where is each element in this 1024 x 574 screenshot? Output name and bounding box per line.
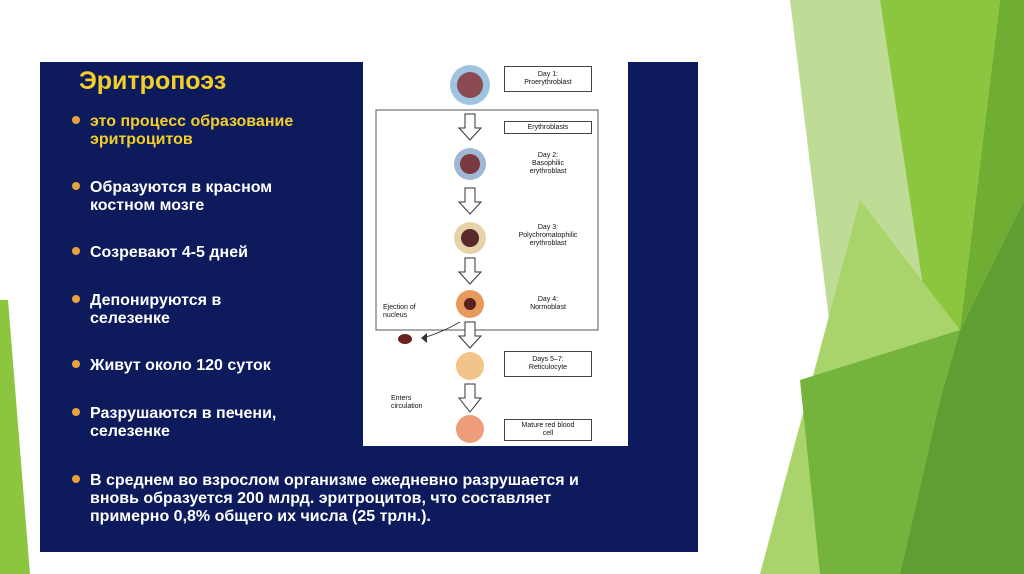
bullet-dot-icon (72, 295, 80, 303)
arrow-down-icon (457, 383, 483, 413)
bullet-item: Образуются в красном костном мозге (72, 179, 362, 215)
arrow-down-icon (457, 257, 483, 285)
normoblast-nucleus (464, 298, 476, 310)
bullet-dot-icon (72, 360, 80, 368)
ejected-nucleus (398, 334, 412, 344)
bullet-item: Депонируются в селезенке (72, 292, 362, 328)
arrow-down-icon (457, 321, 483, 349)
diagram-graphics (375, 65, 599, 443)
bullet-dot-icon (72, 475, 80, 483)
day3-label: Day 3: Polychromatophilic erythroblast (518, 224, 578, 247)
bullet-dot-icon (72, 116, 80, 124)
polychromatophilic-nucleus (461, 229, 479, 247)
slide-title: Эритропоэз (79, 67, 227, 95)
bullet-dot-icon (72, 408, 80, 416)
mature-rbc-cell (456, 415, 484, 443)
erythropoiesis-diagram: Day 1: Proerythroblast Erythroblasts Day… (363, 60, 628, 446)
bullet-dot-icon (72, 182, 80, 190)
days57-label: Days 5–7: Reticulocyte (504, 351, 592, 377)
arrow-left-icon (421, 333, 427, 343)
day4-label: Day 4: Normoblast (530, 296, 566, 311)
mature-rbc-label: Mature red blood cell (504, 419, 592, 441)
enters-circulation-label: Enters circulation (391, 395, 423, 410)
summary-bullet: В среднем во взрослом организме ежедневн… (72, 472, 672, 526)
arrow-down-icon (457, 187, 483, 215)
erythroblasts-label: Erythroblasts (504, 121, 592, 134)
bullet-item: Разрушаются в печени, селезенке (72, 405, 362, 441)
bullet-item: Созревают 4-5 дней (72, 244, 362, 262)
day2-label: Day 2: Basophilic erythroblast (529, 152, 567, 175)
reticulocyte-cell (456, 352, 484, 380)
day1-label: Day 1: Proerythroblast (504, 66, 592, 92)
bullet-item: это процесс образование эритроцитов (72, 113, 362, 149)
arrow-down-icon (457, 113, 483, 141)
proerythroblast-nucleus (457, 72, 483, 98)
bullet-item: Живут около 120 суток (72, 357, 362, 375)
ejection-label: Ejection of nucleus (383, 304, 416, 319)
erythroblast-frame (375, 109, 599, 331)
basophilic-nucleus (460, 154, 480, 174)
bullet-dot-icon (72, 247, 80, 255)
